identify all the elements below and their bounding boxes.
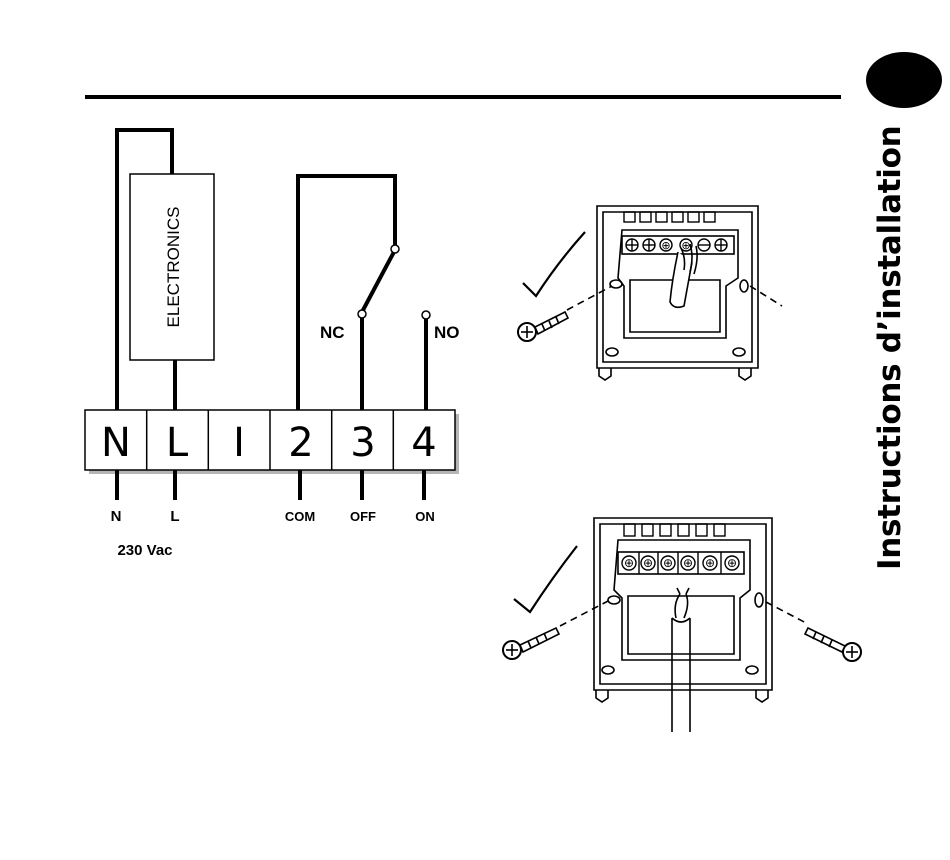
label-off: OFF [350, 509, 376, 524]
header-rule [85, 95, 841, 99]
top-mark-3: ⊕ [661, 239, 670, 252]
bottom-mark-6: ⊕ [727, 556, 737, 570]
no-label: NO [434, 323, 460, 342]
bottom-labels: N L COM OFF ON 230 Vac [111, 508, 435, 559]
bottom-mark-2: ⊕ [643, 556, 653, 570]
screw-icon [805, 628, 861, 661]
bottom-mark-1: ⊕ [624, 556, 634, 570]
bottom-mark-4: ⊕ [683, 556, 693, 570]
supply-label: 230 Vac [117, 542, 172, 559]
nc-label: NC [320, 323, 345, 342]
electronics-label: ELECTRONICS [164, 207, 183, 328]
terminal-i: I [233, 420, 245, 466]
section-tab-marker [866, 52, 942, 108]
label-l: L [170, 508, 179, 525]
checkmark-icon [523, 232, 585, 296]
wiring-diagram [85, 130, 459, 500]
no-contact [422, 311, 430, 319]
screw-icon [518, 312, 568, 341]
terminal-4: 4 [411, 420, 436, 466]
bottom-mark-5: ⊕ [705, 556, 715, 570]
label-n: N [111, 508, 122, 525]
bottom-mark-3: ⊕ [663, 556, 673, 570]
terminal-3: 3 [350, 420, 375, 466]
label-com: COM [285, 509, 315, 524]
terminal-2: 2 [288, 420, 313, 466]
switch-arm [362, 250, 395, 312]
terminal-l: L [166, 420, 189, 466]
side-section-title: Instructions d’installation [860, 140, 920, 570]
top-mark-4: ⊕ [681, 239, 690, 252]
label-on: ON [415, 509, 435, 524]
mounting-illustration-top [518, 206, 782, 380]
nc-contact [358, 310, 366, 318]
com-wire [298, 176, 395, 410]
mounting-illustration-bottom [503, 518, 861, 732]
switch-pivot [391, 245, 399, 253]
checkmark-icon [514, 546, 577, 612]
screw-icon [503, 628, 559, 659]
terminal-n: N [101, 420, 131, 466]
